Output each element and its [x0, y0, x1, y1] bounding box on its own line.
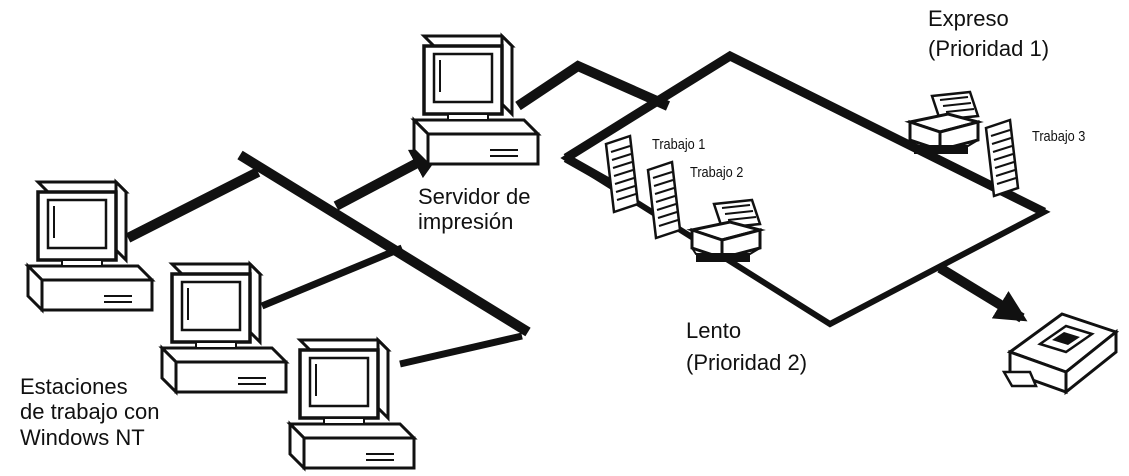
- workstation-1-link: [125, 167, 261, 243]
- printer-network-express-path: [563, 50, 1047, 217]
- workstation-3-link: [399, 332, 523, 368]
- print-server-label: Servidor de impresión: [418, 184, 531, 235]
- workstations-label: Estaciones de trabajo con Windows NT: [20, 374, 160, 450]
- to-print-device-arrow: [937, 263, 1028, 323]
- workstation-2-link: [260, 244, 404, 310]
- job-3-label: Trabajo 3: [1032, 128, 1086, 145]
- express-label: Expreso: [928, 6, 1009, 31]
- workstation-2-icon: [160, 262, 288, 394]
- job-2-label: Trabajo 2: [690, 164, 744, 181]
- print-device-icon: [1001, 312, 1120, 396]
- job-2-document-icon: [646, 160, 682, 240]
- express-printer-icon: [908, 90, 980, 156]
- workstation-1-icon: [26, 180, 154, 312]
- job-1-document-icon: [604, 134, 640, 214]
- printer-network-entry: [563, 154, 615, 188]
- server-uplink: [515, 60, 671, 111]
- express-priority-label: (Prioridad 1): [928, 36, 1050, 61]
- slow-label: Lento: [686, 318, 742, 343]
- network-bus-line: [237, 150, 531, 337]
- bus-to-server-arrow: [333, 147, 444, 211]
- workstation-3-icon: [288, 338, 416, 470]
- job-1-label: Trabajo 1: [652, 136, 706, 153]
- slow-printer-icon: [690, 198, 762, 264]
- slow-priority-label: (Prioridad 2): [686, 350, 808, 375]
